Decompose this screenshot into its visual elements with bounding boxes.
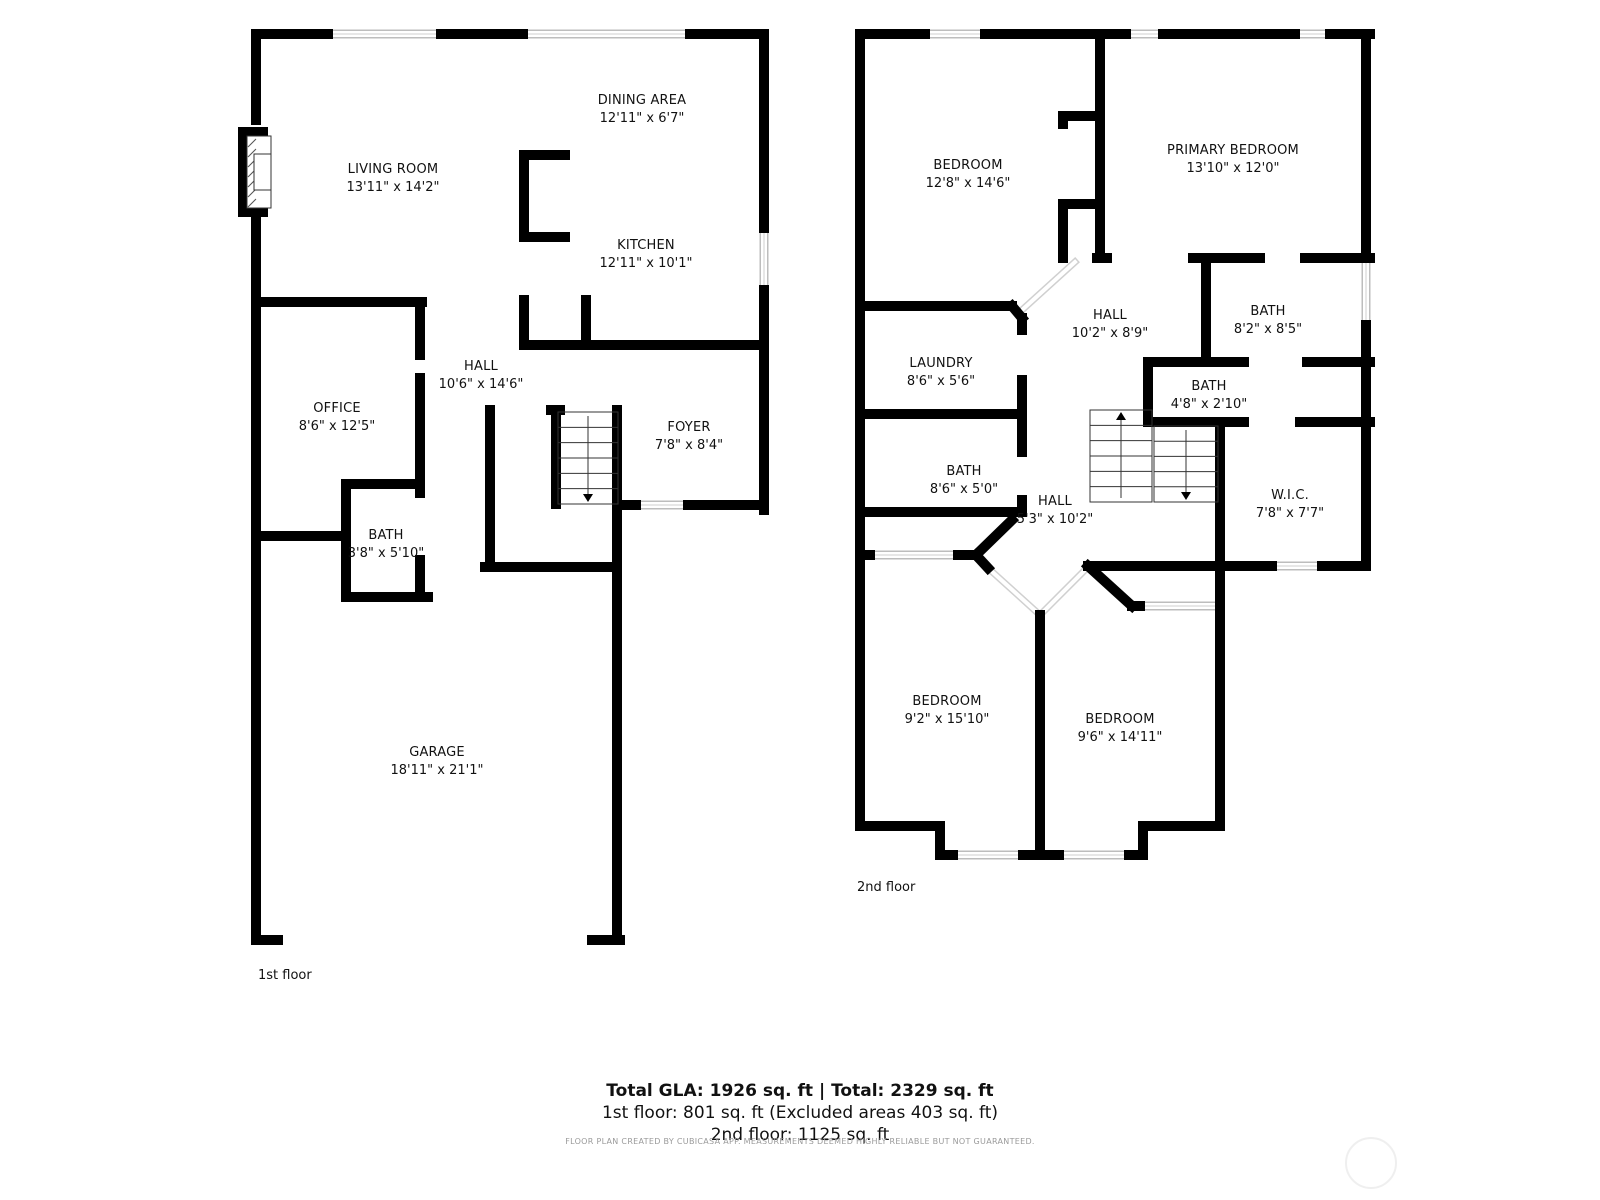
- floor-label: 1st floor: [258, 968, 312, 983]
- room-label: BATH 8'6" x 5'0": [930, 463, 998, 499]
- room-label: HALL 10'6" x 14'6": [439, 358, 524, 394]
- room-dimensions: 18'11" x 21'1": [390, 763, 484, 778]
- room-name: HALL: [1038, 494, 1072, 509]
- room-label: OFFICE 8'6" x 12'5": [299, 400, 375, 436]
- total-area-line: Total GLA: 1926 sq. ft | Total: 2329 sq.…: [606, 1081, 994, 1101]
- room-dimensions: 5'3" x 10'2": [1016, 512, 1094, 527]
- wall: [1080, 558, 1140, 614]
- disclaimer-text: FLOOR PLAN CREATED BY CUBICASA APP. MEAS…: [565, 1137, 1035, 1146]
- room-name: LIVING ROOM: [347, 162, 439, 177]
- room-name: BATH: [1191, 379, 1227, 394]
- room-dimensions: 12'8" x 14'6": [925, 176, 1011, 191]
- area-summary: Total GLA: 1926 sq. ft | Total: 2329 sq.…: [0, 1080, 1600, 1146]
- room-name: BEDROOM: [1085, 712, 1155, 727]
- room-name: OFFICE: [313, 401, 361, 416]
- room-name: W.I.C.: [1271, 488, 1309, 503]
- room-dimensions: 7'8" x 8'4": [654, 438, 724, 453]
- room-dimensions: 4'8" x 2'10": [1170, 397, 1248, 412]
- room-dimensions: 8'6" x 5'0": [929, 482, 999, 497]
- room-name: HALL: [464, 359, 498, 374]
- room-name: BATH: [946, 464, 982, 479]
- watermark-logo-icon: [1345, 1137, 1397, 1189]
- room-label: LAUNDRY 8'6" x 5'6": [907, 355, 975, 391]
- room-name: PRIMARY BEDROOM: [1167, 143, 1299, 158]
- room-dimensions: 12'11" x 10'1": [599, 256, 693, 271]
- room-label: DINING AREA 12'11" x 6'7": [598, 92, 687, 128]
- room-name: BATH: [1250, 304, 1286, 319]
- floor2-area-line: 2nd floor: 1125 sq. ft: [710, 1125, 890, 1145]
- room-name: GARAGE: [409, 745, 465, 760]
- room-label: LIVING ROOM 13'11" x 14'2": [347, 161, 440, 197]
- room-label: PRIMARY BEDROOM 13'10" x 12'0": [1167, 142, 1299, 178]
- room-dimensions: 9'2" x 15'10": [904, 712, 990, 727]
- room-dimensions: 8'2" x 8'5": [1233, 322, 1303, 337]
- room-dimensions: 10'2" x 8'9": [1071, 326, 1149, 341]
- room-label: HALL 5'3" x 10'2": [1017, 493, 1093, 529]
- window-pane: [1019, 259, 1078, 313]
- room-name: DINING AREA: [597, 93, 687, 108]
- room-dimensions: 12'11" x 6'7": [599, 111, 685, 126]
- window-pane: [985, 565, 1043, 618]
- wall: [968, 512, 1020, 563]
- wall: [968, 547, 996, 576]
- fireplace-icon: [238, 127, 272, 217]
- floor-label: 2nd floor: [857, 880, 916, 895]
- room-name: BEDROOM: [933, 158, 1003, 173]
- stairs-icon: [1153, 425, 1219, 503]
- room-label: FOYER 7'8" x 8'4": [655, 419, 723, 455]
- room-dimensions: 7'8" x 7'7": [1255, 506, 1325, 521]
- room-name: FOYER: [667, 420, 711, 435]
- room-label: KITCHEN 12'11" x 10'1": [600, 237, 693, 273]
- room-name: BATH: [368, 528, 404, 543]
- room-label: BEDROOM 9'6" x 14'11": [1078, 711, 1163, 747]
- room-name: LAUNDRY: [909, 356, 973, 371]
- room-label: GARAGE 18'11" x 21'1": [391, 744, 484, 780]
- room-dimensions: 10'6" x 14'6": [438, 377, 524, 392]
- room-dimensions: 8'6" x 5'6": [906, 374, 976, 389]
- room-label: HALL 10'2" x 8'9": [1072, 307, 1148, 343]
- room-label: BEDROOM 9'2" x 15'10": [905, 693, 990, 729]
- stairs-icon: [1089, 409, 1153, 503]
- window-pane: [1037, 567, 1088, 618]
- room-dimensions: 8'6" x 12'5": [298, 419, 376, 434]
- room-label: BATH 8'2" x 8'5": [1234, 303, 1302, 339]
- room-dimensions: 13'11" x 14'2": [346, 180, 440, 195]
- room-name: BEDROOM: [912, 694, 982, 709]
- room-label: BATH 4'8" x 2'10": [1171, 378, 1247, 414]
- room-label: W.I.C. 7'8" x 7'7": [1256, 487, 1324, 523]
- room-dimensions: 13'10" x 12'0": [1186, 161, 1280, 176]
- room-label: BEDROOM 12'8" x 14'6": [926, 157, 1011, 193]
- room-dimensions: 9'6" x 14'11": [1077, 730, 1163, 745]
- room-label: BATH 3'8" x 5'10": [348, 527, 424, 563]
- stairs-icon: [557, 411, 619, 505]
- floor1-area-line: 1st floor: 801 sq. ft (Excluded areas 40…: [601, 1103, 999, 1123]
- room-name: KITCHEN: [617, 238, 675, 253]
- room-name: HALL: [1093, 308, 1127, 323]
- room-dimensions: 3'8" x 5'10": [347, 546, 425, 561]
